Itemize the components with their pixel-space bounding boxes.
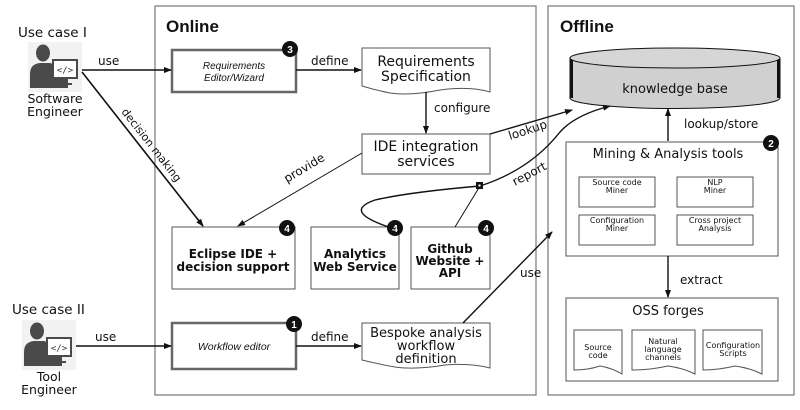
requirements-specification-doc[interactable]: Requirements Specification: [361, 47, 491, 95]
edge-define-requirements-spec: define: [296, 54, 362, 73]
workflow-def-line1: Bespoke analysis: [370, 326, 482, 341]
workflow-def-line2: workflow: [397, 339, 456, 354]
ide-services-line1: IDE integration: [373, 139, 478, 155]
doc-configuration-scripts[interactable]: Configuration Scripts: [702, 329, 763, 375]
developer-at-computer-icon: </>: [22, 320, 76, 370]
use-case-1-label: Use case I: [18, 25, 87, 41]
tool-label-line1: Configuration: [590, 216, 644, 225]
edge-label-configure: configure: [434, 101, 490, 115]
workflow-editor-label: Workflow editor: [198, 341, 271, 353]
edge-label-use: use: [520, 266, 541, 280]
tool-cross-project-analysis[interactable]: Cross project Analysis: [676, 214, 754, 246]
edge-use-mining-tools: use: [462, 231, 553, 324]
actor-1-role-line1: Software: [27, 91, 82, 106]
edge-extract: extract: [665, 256, 723, 298]
doc-label-line1: Source: [584, 343, 612, 352]
step-badge-1: 1: [286, 316, 302, 332]
requirements-spec-line1: Requirements: [377, 54, 474, 70]
analytics-web-service-box[interactable]: Analytics Web Service 4: [310, 220, 403, 290]
tool-label-line2: Miner: [606, 224, 629, 233]
edge-lookup-store: lookup/store: [665, 108, 758, 141]
ide-integration-services-box[interactable]: IDE integration services: [361, 133, 491, 175]
actor-2-role-line2: Engineer: [21, 382, 78, 397]
knowledge-base-label: knowledge base: [622, 82, 728, 97]
github-website-api-box[interactable]: Github Website + API 4: [410, 220, 494, 290]
edge-label-define: define: [311, 330, 349, 344]
github-line3: API: [439, 266, 462, 280]
tool-label-line1: NLP: [707, 178, 722, 187]
doc-label-line1: Configuration: [706, 341, 760, 350]
edge-label-use: use: [98, 54, 119, 68]
mining-analysis-tools-box[interactable]: Mining & Analysis tools 2 Source code Mi…: [565, 135, 779, 257]
doc-natural-language-channels[interactable]: Natural language channels: [631, 329, 696, 375]
oss-forges-title: OSS forges: [632, 304, 704, 319]
github-line2: Website +: [416, 254, 485, 268]
workflow-editor-box[interactable]: Workflow editor 1: [170, 316, 302, 371]
edge-use-workflow-editor: use: [76, 330, 172, 349]
doc-source-code[interactable]: Source code: [573, 329, 623, 375]
step-badge-2: 2: [763, 135, 779, 151]
tool-nlp-miner[interactable]: NLP Miner: [676, 176, 754, 208]
tool-source-code-miner[interactable]: Source code Miner: [578, 176, 656, 208]
step-badge-4: 4: [387, 220, 403, 236]
svg-text:1: 1: [291, 320, 297, 331]
edge-label-extract: extract: [680, 273, 723, 287]
workflow-definition-doc[interactable]: Bespoke analysis workflow definition: [361, 322, 491, 369]
online-section-title: Online: [166, 17, 219, 36]
ide-services-line2: services: [397, 154, 454, 170]
step-badge-4: 4: [478, 220, 494, 236]
svg-text:</>: </>: [51, 344, 68, 354]
svg-text:2: 2: [768, 139, 774, 150]
developer-at-computer-icon: </>: [28, 42, 82, 92]
tool-configuration-miner[interactable]: Configuration Miner: [578, 214, 656, 246]
oss-forges-box[interactable]: OSS forges Source code Natural language …: [565, 297, 779, 382]
doc-label-line2: code: [588, 351, 607, 360]
svg-text:4: 4: [483, 224, 489, 235]
edge-use-requirements-editor: use: [82, 54, 172, 73]
tool-label-line1: Cross project: [689, 216, 741, 225]
actor-1-role-line2: Engineer: [27, 104, 84, 119]
offline-section-title: Offline: [560, 17, 614, 36]
tool-label-line2: Miner: [606, 186, 629, 195]
workflow-def-line3: definition: [395, 352, 456, 367]
step-badge-4: 4: [279, 220, 295, 236]
doc-label-line2: Scripts: [719, 349, 746, 358]
doc-label-line2: language: [644, 345, 681, 354]
tool-label-line2: Miner: [704, 186, 727, 195]
eclipse-line1: Eclipse IDE +: [189, 247, 277, 261]
edge-label-lookup-store: lookup/store: [684, 117, 758, 131]
svg-text:4: 4: [392, 224, 398, 235]
actor-2-role-line1: Tool: [36, 369, 61, 384]
edge-define-workflow-def: define: [296, 330, 362, 349]
knowledge-base-cylinder[interactable]: knowledge base: [569, 47, 781, 109]
svg-text:</>: </>: [57, 66, 74, 76]
requirements-editor-box[interactable]: Requirements Editor/Wizard 3: [170, 41, 298, 94]
svg-text:3: 3: [287, 45, 293, 56]
tool-label-line1: Source code: [592, 178, 641, 187]
svg-text:4: 4: [284, 224, 290, 235]
requirements-spec-line2: Specification: [381, 69, 471, 85]
actor-tool-engineer: Use case II </> Tool Engineer: [12, 302, 85, 397]
eclipse-line2: decision support: [177, 260, 290, 274]
edge-configure: configure: [423, 92, 490, 134]
analytics-line2: Web Service: [313, 260, 397, 274]
doc-label-line3: channels: [645, 353, 681, 362]
mining-title: Mining & Analysis tools: [593, 147, 744, 162]
eclipse-ide-box[interactable]: Eclipse IDE + decision support 4: [171, 220, 296, 290]
step-badge-3: 3: [282, 41, 298, 57]
use-case-2-label: Use case II: [12, 302, 85, 318]
actor-software-engineer: Use case I </> Software Engineer: [18, 25, 87, 119]
doc-label-line1: Natural: [648, 337, 678, 346]
requirements-editor-line1: Requirements: [203, 61, 265, 72]
requirements-editor-line2: Editor/Wizard: [204, 73, 264, 84]
edge-label-define: define: [311, 54, 349, 68]
analytics-line1: Analytics: [324, 247, 386, 261]
tool-label-line2: Analysis: [699, 224, 732, 233]
edge-label-use: use: [95, 330, 116, 344]
github-line1: Github: [427, 242, 473, 256]
